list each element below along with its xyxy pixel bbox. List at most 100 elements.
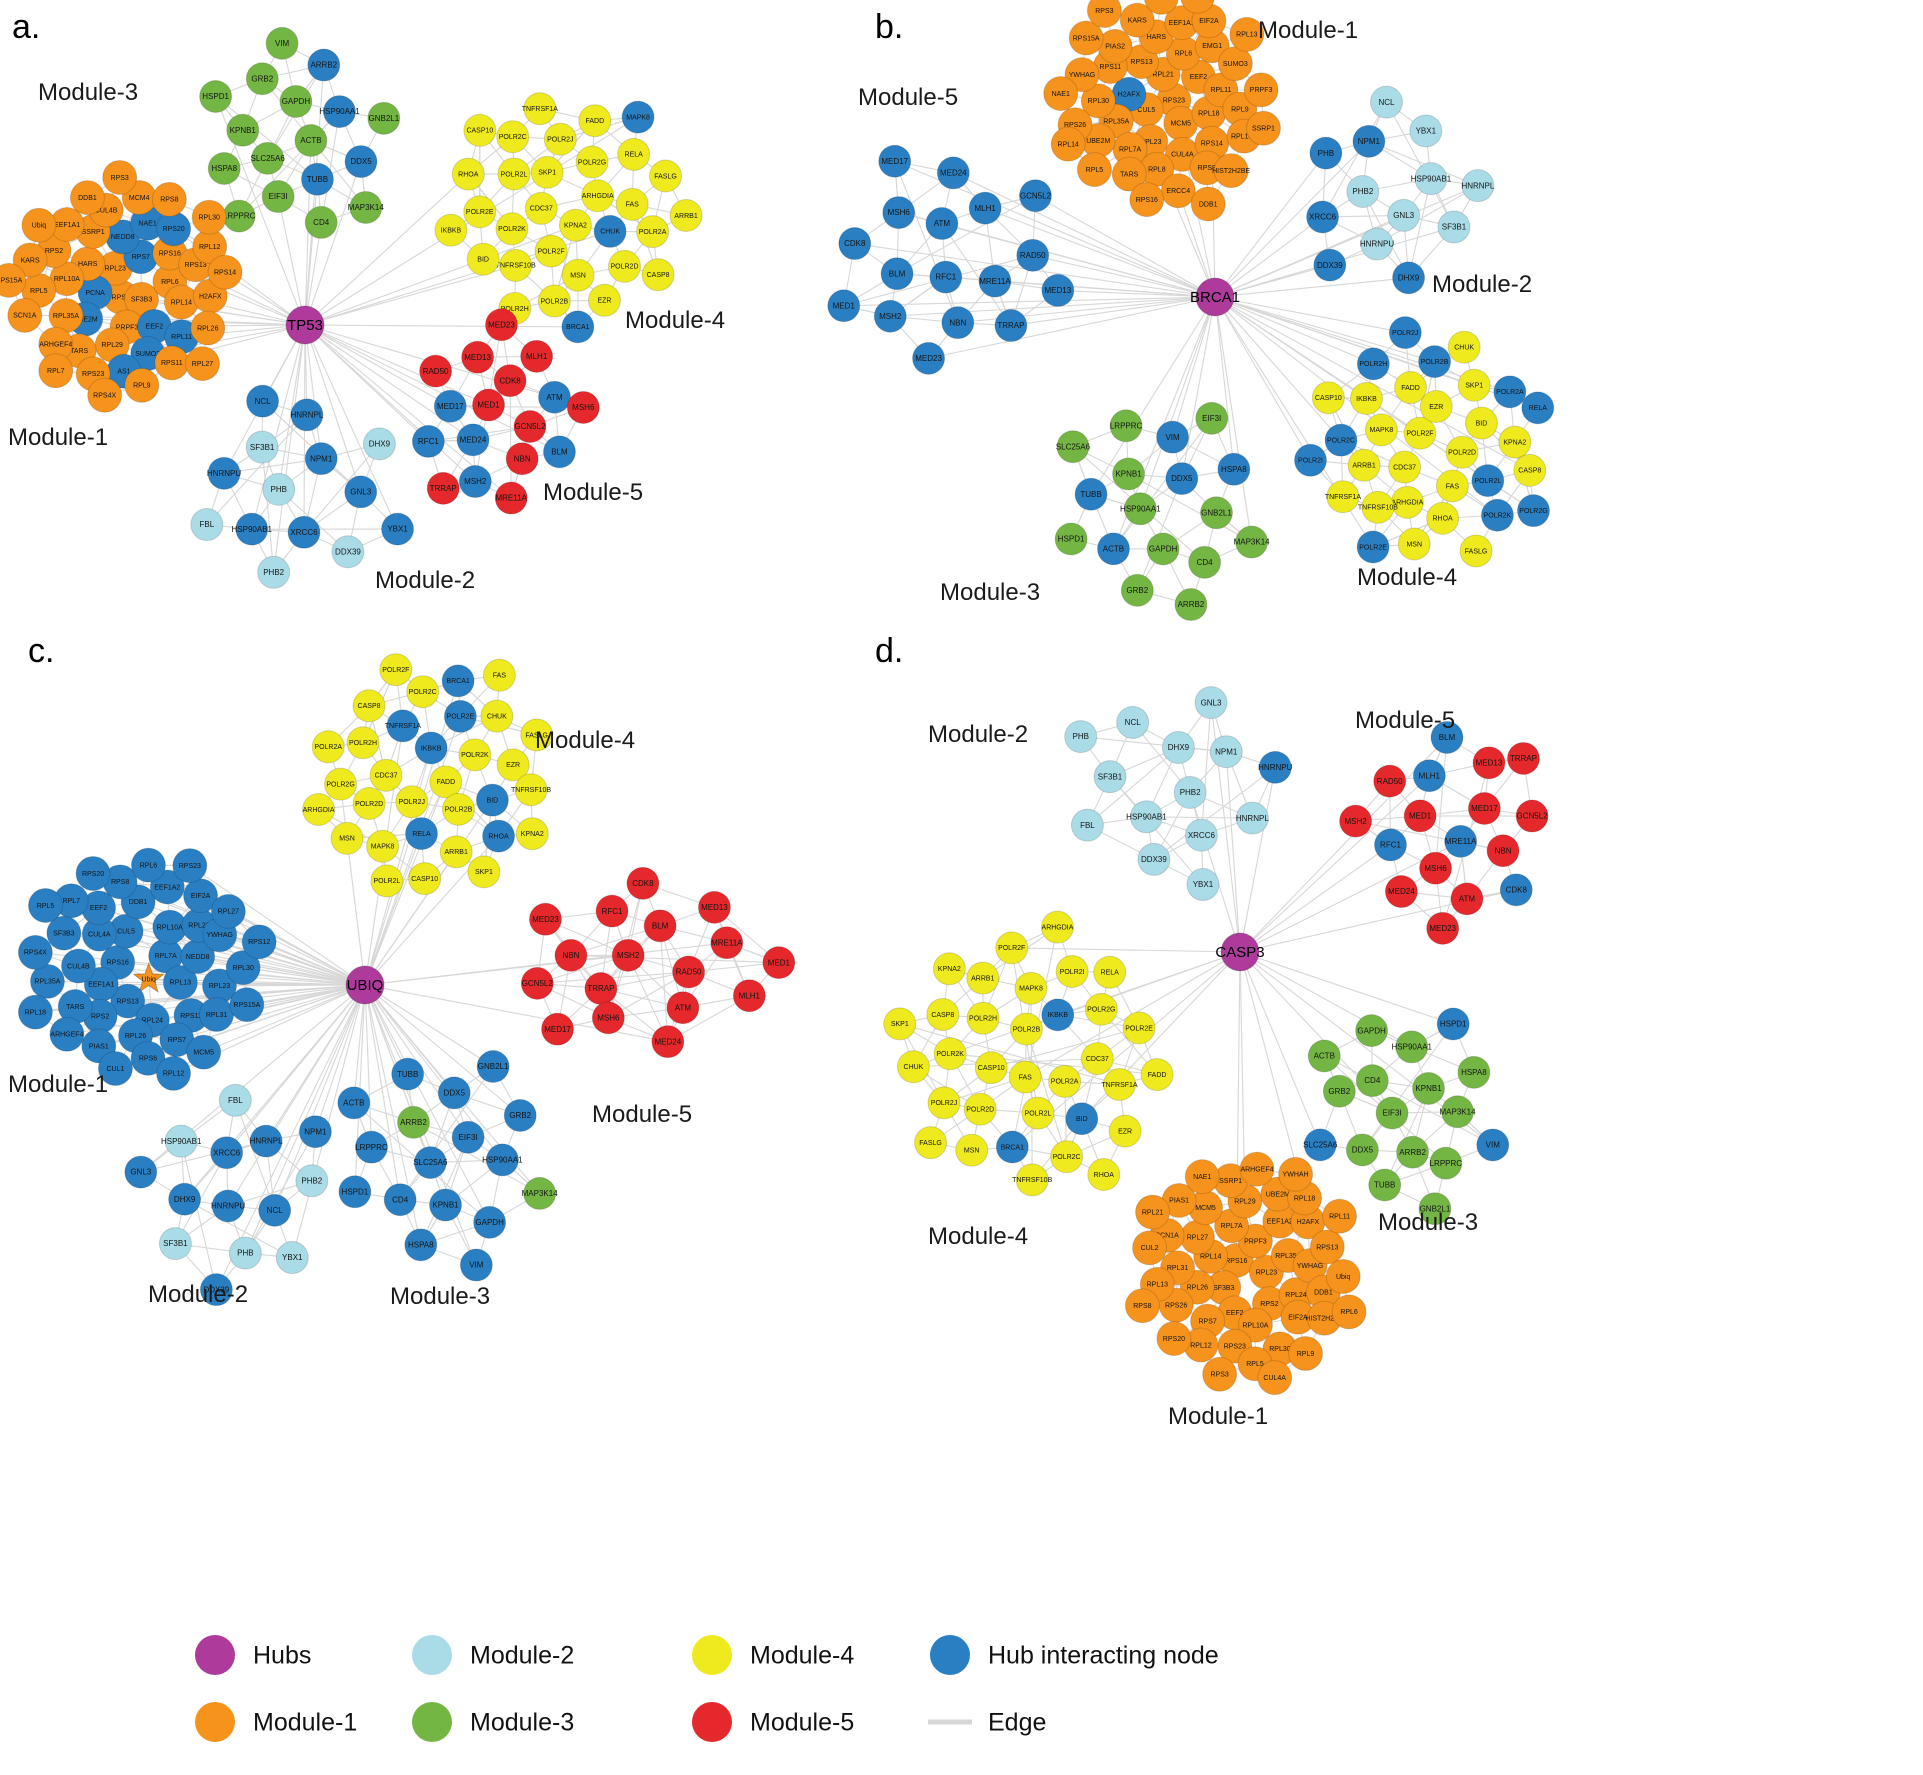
module-label-module-1: Module-1 [1258,17,1358,44]
node-label: RPS16 [107,960,129,967]
node-label: SF3B1 [1098,772,1123,781]
node-label: BID [487,797,499,804]
node-RHOA [451,157,485,191]
node-label: IKBKB [1047,1012,1068,1019]
node-label: NPM1 [1358,137,1381,146]
node-ATM [925,207,959,241]
node-label: DHX9 [1398,273,1420,282]
node-CASP10 [974,1051,1008,1085]
node-label: RPS4X [24,950,47,957]
node-label: SSRP1 [1252,126,1275,133]
node-MSH6 [1419,851,1453,885]
node-label: CASP10 [978,1065,1005,1072]
node-label: XRCC6 [290,528,318,537]
node-label: RPL31 [1167,1265,1189,1272]
node-TUBB [391,1057,425,1091]
node-label: MSH6 [572,403,595,412]
module-label-module-1: Module-1 [8,424,108,451]
node-POLR2G [1084,992,1118,1026]
node-MED24 [1384,875,1418,909]
node-BID [475,783,509,817]
node-label: BID [477,257,489,264]
node-GNB2L1 [1418,1192,1452,1226]
node-POLR2E [1356,530,1390,564]
node-DDX5 [437,1076,471,1110]
node-DDX5 [344,145,378,179]
node-label: DHX9 [369,440,391,449]
node-label: MED17 [437,402,464,411]
node-label: LRPPRC [223,212,256,221]
node-label: RPL6 [140,862,158,869]
node-label: RFC1 [935,273,956,282]
node-CD4 [383,1183,417,1217]
node-FBL [1070,808,1104,842]
node-HSPA8 [207,151,241,185]
node-FASLG [520,718,554,752]
node-label: NBN [1495,846,1512,855]
node-label: SCN1A [13,313,37,320]
node-label: GNL3 [1201,698,1222,707]
node-label: RPS15A [1073,35,1100,42]
node-ATM [666,991,700,1025]
node-MLH1 [968,191,1002,225]
node-SF3B3 [46,915,82,951]
node-HNRNPL [249,1124,283,1158]
node-label: VIM [1165,433,1180,442]
node-label: EZR [1429,404,1443,411]
node-NCL [258,1193,292,1227]
node-label: RPL35A [1103,118,1129,125]
node-GNB2L1 [367,101,401,135]
node-ARRB2 [396,1105,430,1139]
node-label: H2AFX [1118,92,1141,99]
node-label: RPL7A [1221,1223,1244,1230]
node-SLC25A6 [251,141,285,175]
node-label: RPS6 [139,1056,157,1063]
node-MED23 [484,308,518,342]
panel-letter-d: d. [875,632,903,670]
node-PHB2 [257,555,291,589]
node-RPS8 [151,181,187,217]
node-label: XRCC6 [1309,213,1337,222]
node-label: POLR2A [639,229,667,236]
node-RFC1 [595,894,629,928]
node-ACTB [1096,532,1130,566]
node-label: RPL10A [54,276,80,283]
module-label-module-2: Module-2 [1432,271,1532,298]
node-KPNB1 [1412,1071,1446,1105]
node-KPNA2 [1498,425,1532,459]
node-TNFRSF10B [514,773,548,807]
legend-label: Module-3 [470,1708,574,1736]
node-label: HSPA8 [1461,1068,1487,1077]
node-label: MAPK8 [371,844,395,851]
node-RPL5 [1076,152,1112,188]
node-label: SUMO3 [1223,61,1248,68]
node-label: POLR2F [1406,431,1433,438]
node-label: ATM [675,1003,692,1012]
node-label: RPS26 [1165,1302,1187,1309]
node-Ubiq-star [132,961,166,994]
node-label: POLR2H [349,740,377,747]
node-CASP10 [408,862,442,896]
node-MAP3K14 [1235,525,1269,559]
node-label: CASP10 [411,876,438,883]
node-RPS3 [1202,1356,1238,1392]
node-label: EIF3I [269,192,288,201]
node-RPL21 [1135,1194,1171,1230]
node-POLR2K [495,212,529,246]
node-label: POLR2J [547,137,573,144]
node-ARHGDIA [581,179,615,213]
node-label: RPL23 [105,266,127,273]
node-label: SSRP1 [82,229,105,236]
node-label: RPS23 [1224,1343,1246,1350]
node-label: MRE11A [979,277,1011,286]
node-label: PHB [1318,149,1334,158]
node-GRB2 [245,62,279,96]
node-label: RPL11 [1210,87,1231,94]
hub-node-ubiq [345,965,385,1005]
node-POLR2G [1516,494,1550,528]
node-label: MCM5 [193,1049,214,1056]
node-label: MRE11A [711,938,743,947]
node-label: POLR2D [355,801,383,808]
node-label: SF3B3 [53,930,75,937]
